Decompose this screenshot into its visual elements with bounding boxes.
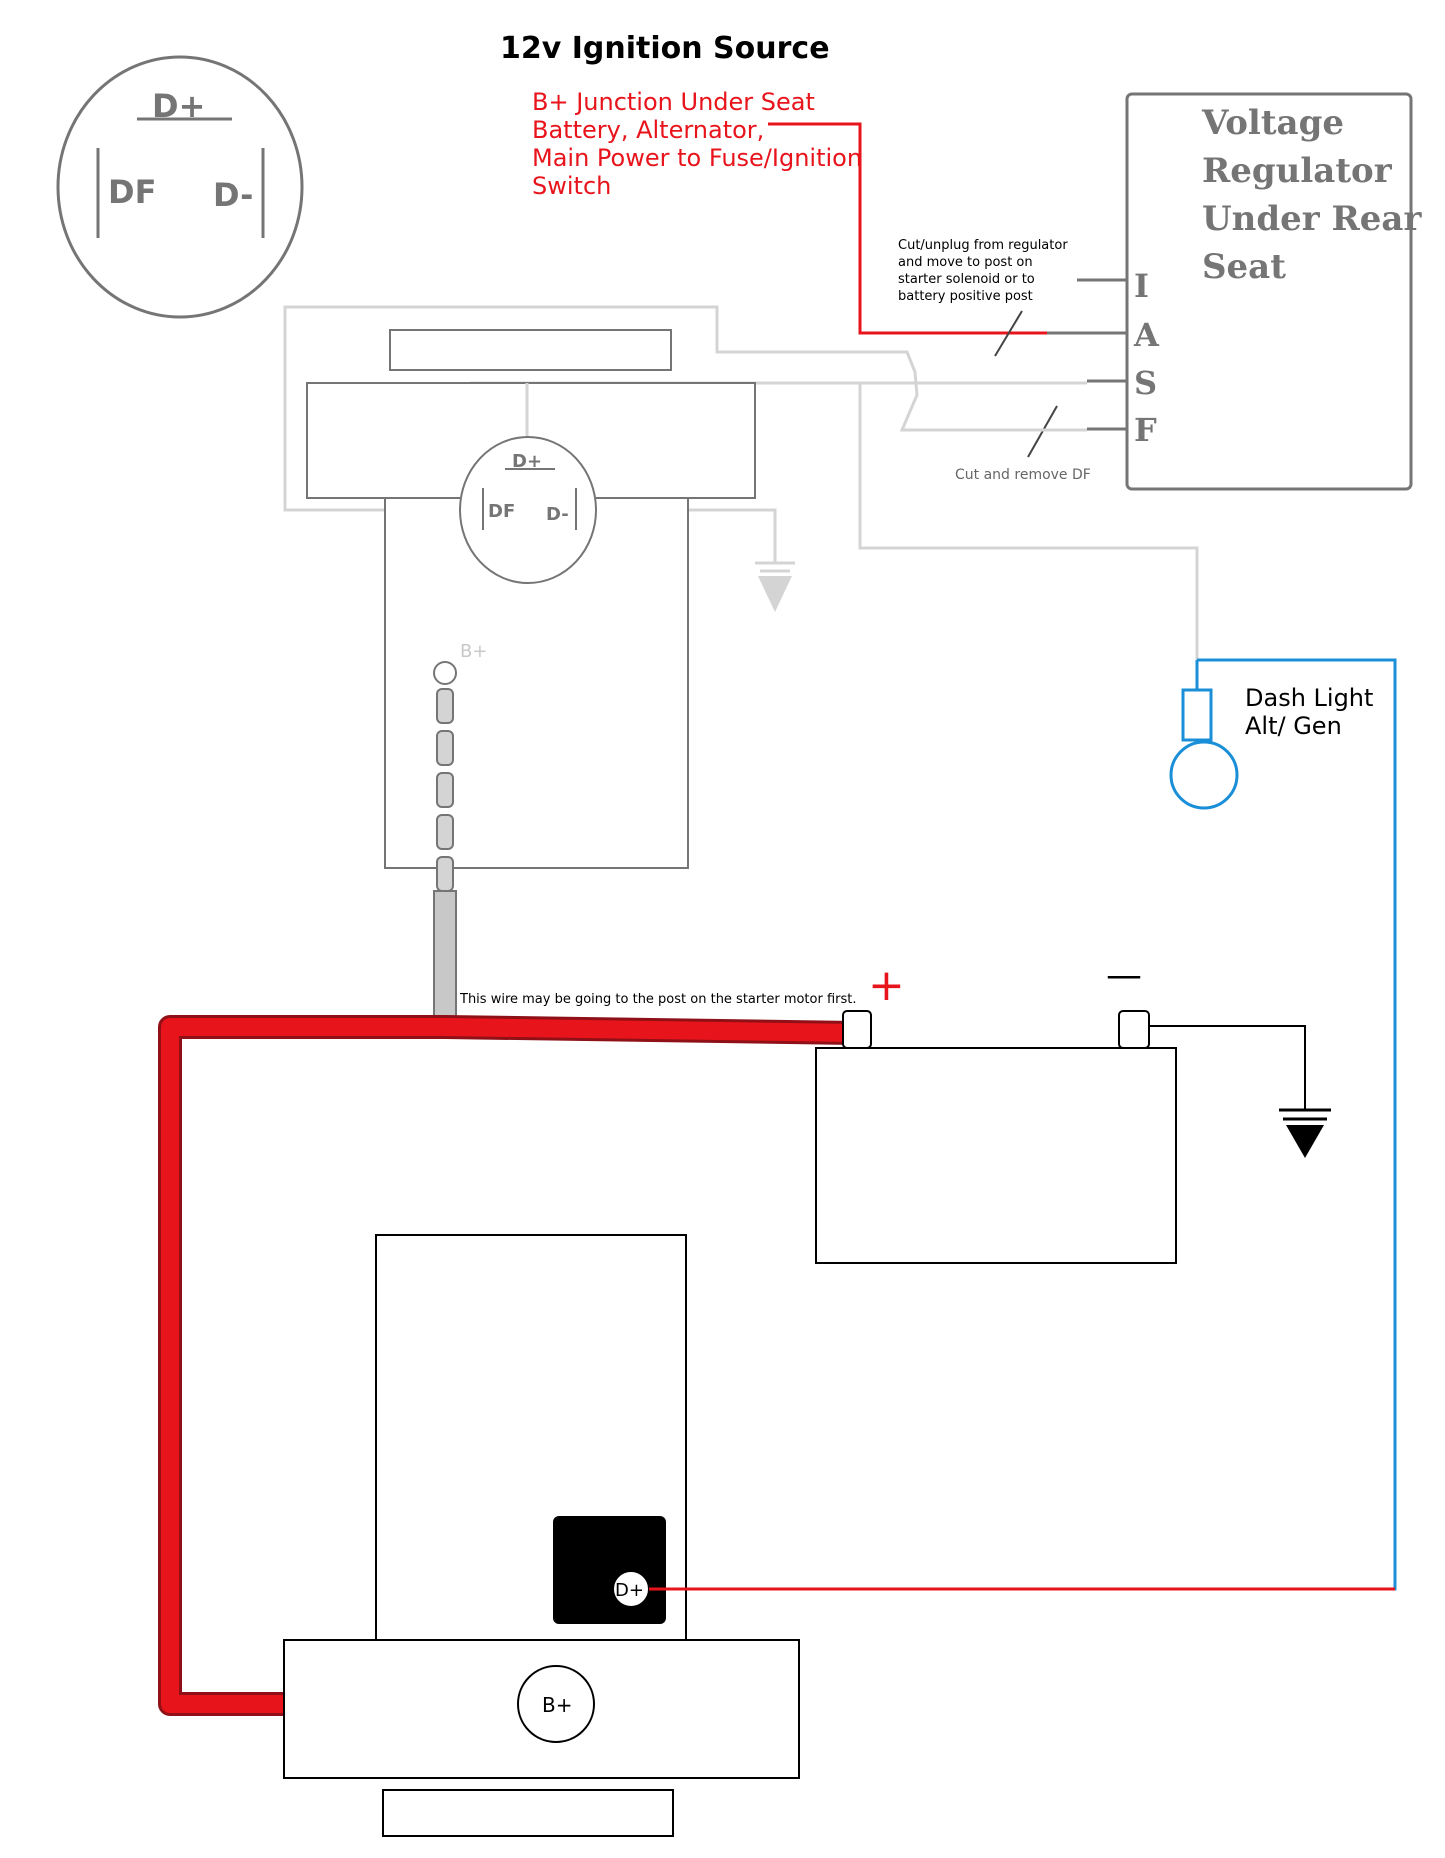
diagram-title: 12v Ignition Source bbox=[500, 31, 830, 66]
dash-light-label-2: Alt/ Gen bbox=[1245, 712, 1342, 740]
ground-icon bbox=[1279, 1108, 1331, 1158]
b-plus-stud: B+ bbox=[433, 641, 487, 1024]
b-junction-note: B+ Junction Under Seat Battery, Alternat… bbox=[532, 88, 862, 200]
cut-note-line-4: battery positive post bbox=[898, 289, 1033, 304]
small-connector-d-plus: D+ bbox=[512, 451, 542, 472]
connector-key-outline bbox=[56, 55, 304, 319]
generator-top-bar bbox=[389, 329, 672, 371]
regulator-terminal-s: S bbox=[1134, 364, 1157, 402]
b-junction-line-1: B+ Junction Under Seat bbox=[532, 88, 815, 116]
alternator-connector-block bbox=[553, 1516, 666, 1624]
cut-note-line-1: Cut/unplug from regulator bbox=[898, 238, 1068, 253]
small-connector-df: DF bbox=[488, 501, 515, 522]
grey-ground-icon bbox=[755, 561, 795, 612]
alternator-b-plus-terminal bbox=[517, 1665, 595, 1743]
connector-key-df: DF bbox=[108, 173, 156, 211]
cut-note-line-3: starter solenoid or to bbox=[898, 272, 1035, 287]
small-connector-d-minus: D- bbox=[546, 504, 569, 525]
connector-key-d-minus: D- bbox=[213, 176, 253, 214]
alternator-base bbox=[382, 1789, 674, 1837]
battery-negative-post bbox=[1118, 1010, 1150, 1049]
generator-body bbox=[306, 329, 756, 869]
b-junction-red-wire bbox=[768, 122, 1047, 335]
b-junction-line-2: Battery, Alternator, bbox=[532, 116, 764, 144]
regulator-terminal-i: I bbox=[1134, 267, 1149, 305]
regulator-label-4: Seat bbox=[1202, 247, 1286, 287]
wire-note: This wire may be going to the post on th… bbox=[459, 992, 857, 1007]
cut-df-note: Cut and remove DF bbox=[955, 467, 1091, 483]
battery-negative-label: — bbox=[1106, 955, 1142, 996]
battery-case bbox=[815, 1047, 1177, 1264]
connector-key: D+ DF D- bbox=[56, 55, 304, 319]
dash-light-socket bbox=[1181, 688, 1213, 742]
regulator-label-1: Voltage bbox=[1201, 103, 1344, 143]
b-junction-line-4: Switch bbox=[532, 172, 611, 200]
alternator-d-plus-label: D+ bbox=[615, 1580, 644, 1601]
cut-mark-a bbox=[994, 310, 1023, 357]
battery-positive-post bbox=[842, 1010, 872, 1049]
stud-label: B+ bbox=[460, 641, 487, 662]
cut-note-line-2: and move to post on bbox=[898, 255, 1033, 270]
small-connector: D+ DF D- bbox=[459, 436, 597, 584]
b-junction-line-3: Main Power to Fuse/Ignition bbox=[532, 144, 862, 172]
regulator-label-3: Under Rear bbox=[1202, 199, 1422, 239]
dash-light-label-1: Dash Light bbox=[1245, 684, 1373, 712]
battery-positive-label: + bbox=[868, 960, 905, 1011]
regulator-label-2: Regulator bbox=[1202, 151, 1393, 191]
bulb-icon bbox=[1169, 740, 1239, 810]
small-connector-outline bbox=[459, 436, 597, 584]
cut-note: Cut/unplug from regulator and move to po… bbox=[898, 238, 1068, 304]
regulator-terminal-a: A bbox=[1133, 316, 1160, 354]
alternator: D+ B+ bbox=[283, 1234, 1395, 1837]
alternator-b-plus-label: B+ bbox=[542, 1693, 572, 1717]
voltage-regulator: Voltage Regulator Under Rear Seat I A S … bbox=[1047, 92, 1422, 491]
battery: + — bbox=[815, 955, 1306, 1264]
regulator-box bbox=[1125, 92, 1413, 491]
regulator-terminal-f: F bbox=[1134, 411, 1157, 449]
